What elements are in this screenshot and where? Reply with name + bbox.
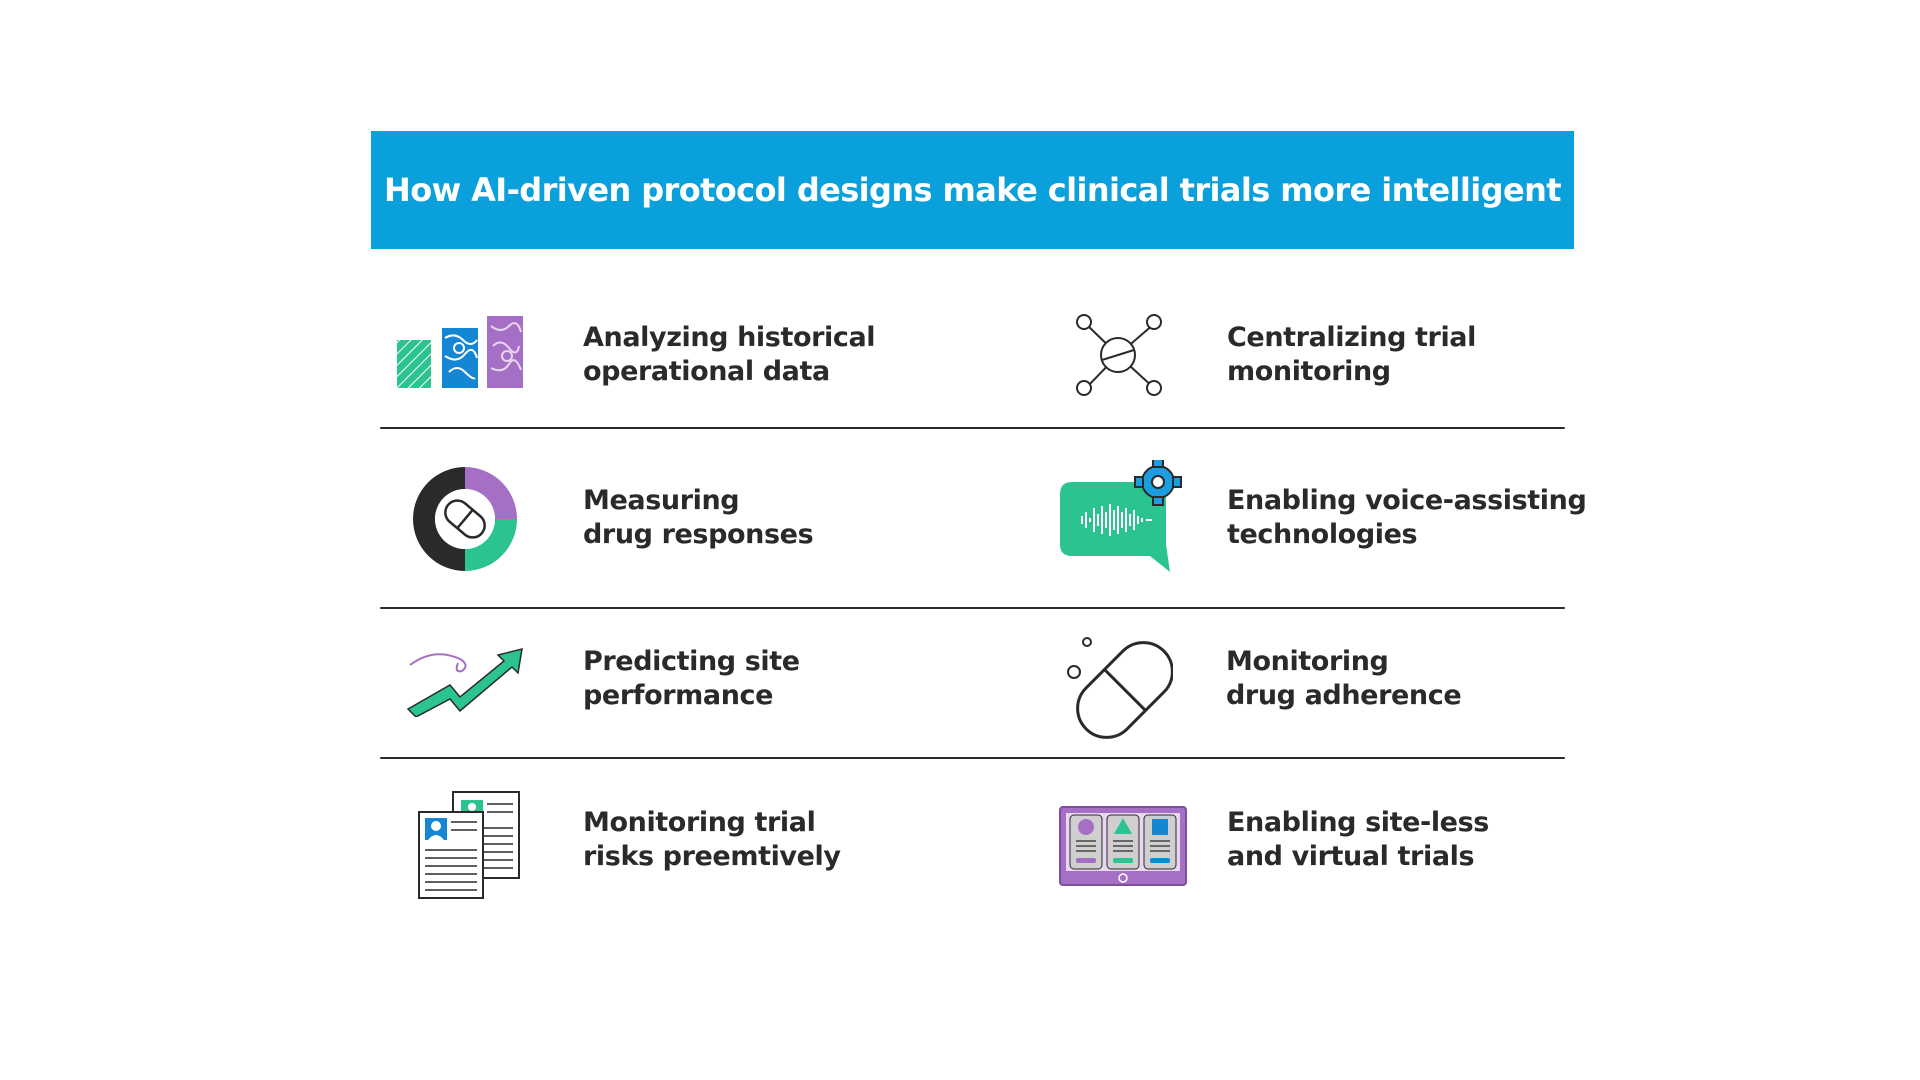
documents-icon bbox=[415, 788, 523, 900]
row-divider-3 bbox=[380, 757, 1565, 759]
tablet-app-icon bbox=[1058, 805, 1188, 887]
page-title: How AI-driven protocol designs make clin… bbox=[384, 171, 1562, 209]
trend-arrow-icon bbox=[404, 645, 526, 717]
network-pill-icon bbox=[1074, 312, 1162, 398]
capsule-icon bbox=[1063, 632, 1173, 746]
title-banner: How AI-driven protocol designs make clin… bbox=[371, 131, 1574, 249]
bar-chart-icon bbox=[393, 312, 527, 392]
donut-pill-icon bbox=[411, 465, 519, 573]
row-divider-2 bbox=[380, 607, 1565, 609]
row-divider-1 bbox=[380, 427, 1565, 429]
voice-chat-gear-icon bbox=[1058, 460, 1184, 576]
